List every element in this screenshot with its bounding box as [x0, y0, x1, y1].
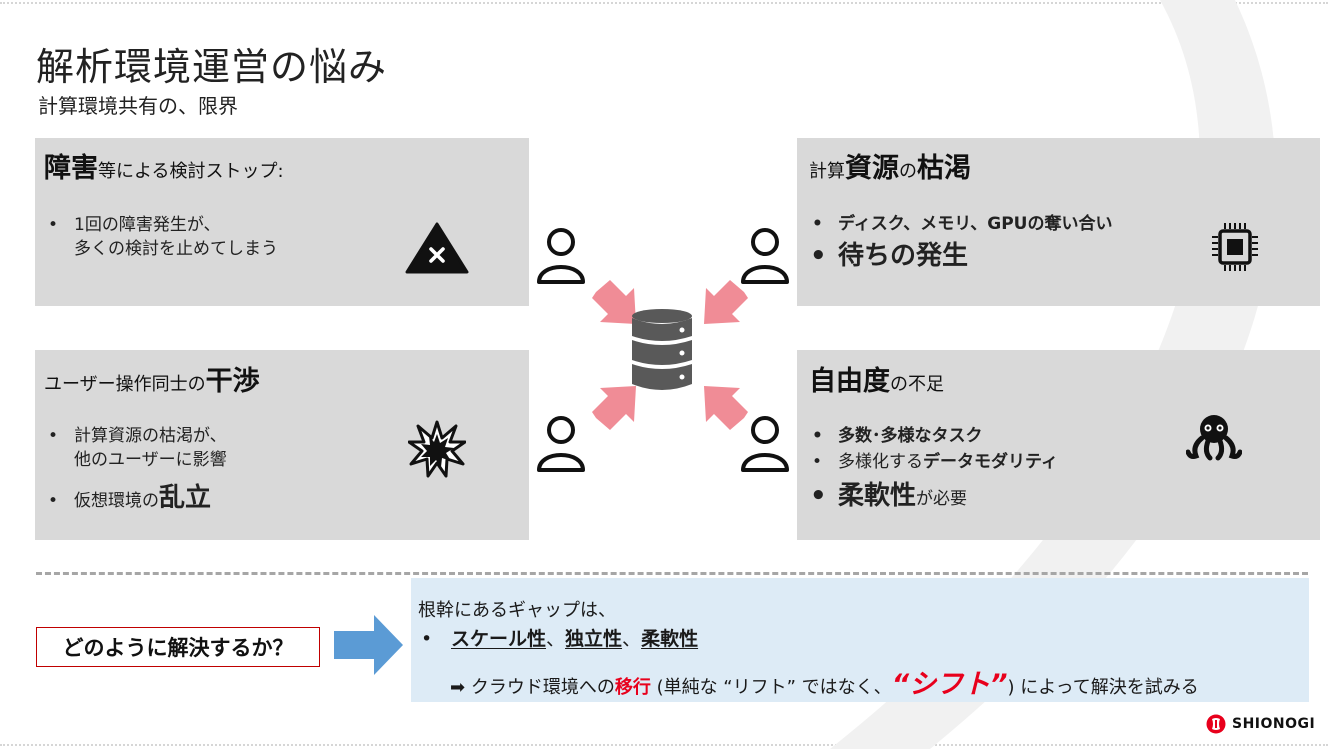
section-divider — [36, 572, 1308, 575]
panel-resources-bullet-1: •ディスク、メモリ、GPUの奪い合い — [812, 214, 1113, 234]
warning-x-icon — [405, 222, 469, 274]
answer-box — [411, 578, 1309, 702]
user-icon-bottom-right — [741, 416, 789, 472]
panel-interference-heading: ユーザー操作同士の干渉 — [44, 366, 260, 397]
cpu-chip-icon — [1212, 223, 1258, 271]
panel-flexibility-bullet-3: •柔軟性が必要 — [810, 481, 968, 511]
panel-flexibility-bullet-1: •多数･多様なタスク — [812, 426, 983, 446]
answer-lead: 根幹にあるギャップは、 — [418, 600, 616, 621]
arrow-right-icon — [334, 615, 403, 675]
page-subtitle: 計算環境共有の、限界 — [38, 94, 238, 118]
burst-icon — [408, 420, 466, 478]
shionogi-logo-text: SHIONOGI — [1232, 716, 1316, 732]
bottom-dotted-border — [0, 744, 1328, 746]
panel-resources-heading: 計算資源の枯渇 — [809, 153, 971, 184]
panel-resources — [797, 138, 1320, 306]
arrows-to-server — [592, 280, 748, 430]
answer-keywords: •スケール性、独立性、柔軟性 — [421, 628, 699, 650]
database-server-icon — [632, 309, 692, 390]
question-box: どのように解決するか？ — [36, 627, 320, 667]
octopus-icon — [1186, 415, 1242, 461]
panel-failure-heading: 障害等による検討ストップ: — [44, 153, 284, 184]
panel-resources-bullet-2: •待ちの発生 — [810, 241, 969, 271]
shionogi-logo: SHIONOGI — [1206, 714, 1315, 734]
top-dotted-border — [0, 2, 1328, 4]
shionogi-logo-mark — [1206, 714, 1226, 734]
panel-interference-bullet-1: •計算資源の枯渇が、 他のユーザーに影響 — [48, 426, 227, 470]
user-icon-top-left — [537, 228, 585, 284]
page-title: 解析環境運営の悩み — [36, 45, 388, 89]
answer-conclusion: ➡ クラウド環境への移行 (単純な “リフト” ではなく、“シフト”) によって… — [450, 669, 1199, 700]
panel-failure — [35, 138, 529, 306]
user-icon-top-right — [741, 228, 789, 284]
panel-interference-bullet-2: •仮想環境の乱立 — [48, 483, 212, 513]
user-icon-bottom-left — [537, 416, 585, 472]
panel-flexibility-heading: 自由度の不足 — [809, 366, 944, 397]
panel-failure-bullet: •1回の障害発生が、 多くの検討を止めてしまう — [48, 215, 278, 259]
panel-flexibility-bullet-2: •多様化するデータモダリティ — [812, 452, 1058, 472]
